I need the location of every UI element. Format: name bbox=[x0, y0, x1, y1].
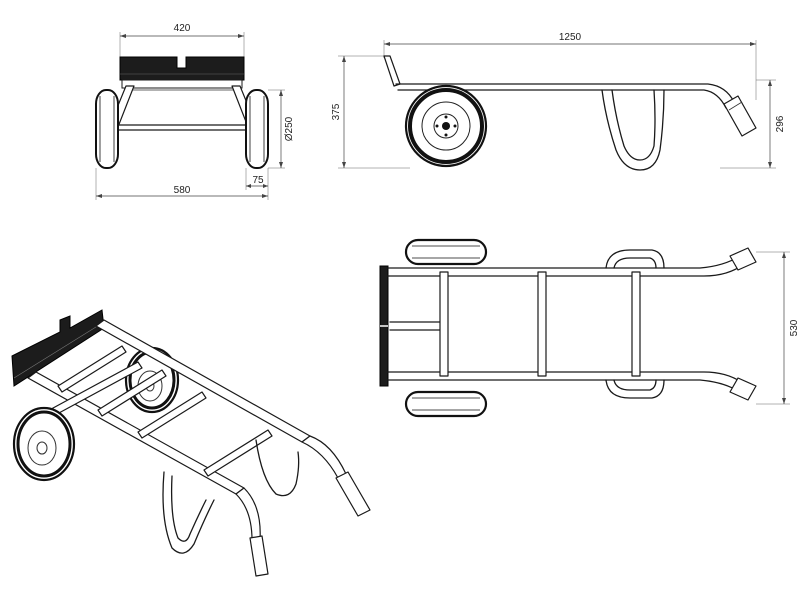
top-rail-lower-a bbox=[387, 379, 741, 393]
top-cross-3 bbox=[631, 271, 641, 377]
side-view: 1250 375 296 bbox=[331, 32, 786, 171]
top-cross-1 bbox=[439, 271, 449, 377]
iso-u-leg-left bbox=[162, 471, 215, 554]
wheel-width-label: 75 bbox=[252, 175, 264, 186]
front-right-wheel bbox=[245, 89, 269, 169]
side-nose-plate bbox=[383, 55, 401, 87]
side-length-label: 1250 bbox=[559, 32, 582, 43]
top-u-loop-lower bbox=[605, 379, 665, 399]
dim-side-length: 1250 bbox=[383, 32, 757, 100]
dim-side-handle-height: 296 bbox=[720, 79, 786, 169]
top-handle-lower bbox=[729, 377, 757, 401]
iso-wheel-front bbox=[12, 406, 76, 482]
front-top-width-label: 420 bbox=[174, 23, 191, 34]
side-handle-height-label: 296 bbox=[775, 115, 786, 132]
front-nose-plate bbox=[119, 56, 245, 89]
dim-side-height: 375 bbox=[331, 55, 410, 169]
iso-u-leg-right bbox=[255, 439, 300, 497]
top-width-label: 530 bbox=[789, 319, 800, 336]
iso-handle-left bbox=[235, 487, 261, 541]
wheel-diameter-label: Ø250 bbox=[284, 116, 295, 141]
front-left-wheel bbox=[95, 89, 119, 169]
top-wheel-upper bbox=[404, 238, 488, 266]
front-bottom-width-label: 580 bbox=[174, 185, 191, 196]
top-cross-2 bbox=[537, 271, 547, 377]
iso-cross-1 bbox=[57, 345, 127, 393]
front-axle bbox=[107, 89, 259, 131]
side-u-leg bbox=[601, 89, 665, 171]
side-wheel bbox=[404, 84, 488, 168]
side-height-label: 375 bbox=[331, 103, 342, 120]
iso-nose-plate bbox=[11, 309, 105, 387]
dim-front-top-width: 420 bbox=[119, 23, 245, 58]
isometric-view bbox=[11, 309, 371, 577]
iso-handle-right bbox=[301, 435, 347, 479]
dim-top-width: 530 bbox=[756, 251, 800, 405]
side-handle-grip bbox=[723, 95, 757, 137]
dim-front-bottom-width: 580 bbox=[95, 168, 269, 200]
top-handle-upper bbox=[729, 247, 757, 271]
top-view: 530 bbox=[379, 238, 800, 418]
dim-wheel-width: 75 bbox=[245, 168, 269, 190]
top-wheel-lower bbox=[404, 390, 488, 418]
dim-wheel-diameter: Ø250 bbox=[268, 89, 295, 169]
front-view: 420 bbox=[95, 23, 295, 200]
top-u-loop-upper bbox=[605, 249, 665, 269]
